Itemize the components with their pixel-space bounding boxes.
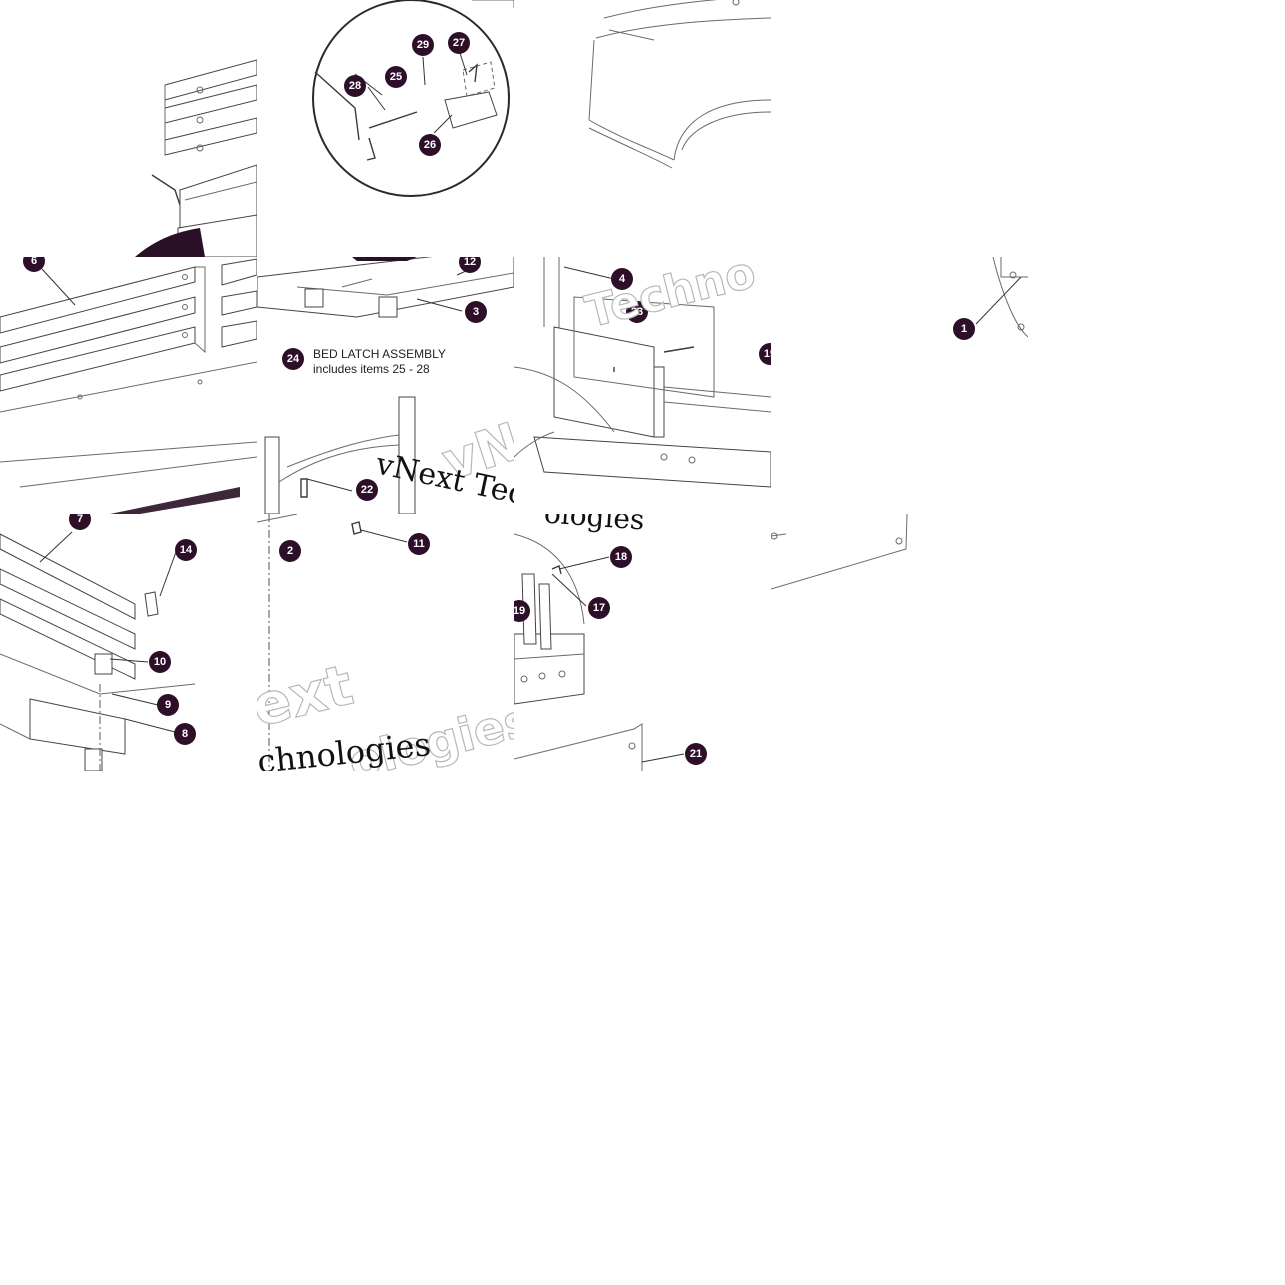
callout-19[interactable]: 19: [514, 600, 530, 622]
callout-9[interactable]: 9: [157, 694, 179, 716]
callout-22[interactable]: 22: [356, 479, 378, 501]
note-line-2: includes items 25 - 28: [313, 362, 430, 376]
callout-17[interactable]: 17: [588, 597, 610, 619]
callout-3[interactable]: 3: [465, 301, 487, 323]
rear-frame-drawing: [514, 257, 771, 488]
tile-body-fender: [514, 0, 771, 257]
side-rails-drawing: [0, 258, 257, 514]
callout-24[interactable]: 24: [282, 348, 304, 370]
callout-21[interactable]: 21: [685, 743, 707, 765]
callout-6[interactable]: 6: [23, 257, 45, 272]
callout-28[interactable]: 28: [344, 75, 366, 97]
callout-14[interactable]: 14: [175, 539, 197, 561]
tile-floor-panel: [771, 514, 1028, 771]
callout-27[interactable]: 27: [448, 32, 470, 54]
callout-23[interactable]: 23: [626, 301, 648, 323]
body-fender-drawing: [588, 0, 771, 169]
tile-rear-frame: 4 23 19 Techno: [514, 257, 771, 514]
bed-corner-drawing: [135, 59, 257, 257]
tile-rear-corner: 18 17 19 21 ologies: [514, 514, 771, 771]
callout-18[interactable]: 18: [610, 546, 632, 568]
tile-hardware: 2 11 ext ologies chnologies: [257, 514, 514, 771]
bed-latch-note: BED LATCH ASSEMBLY includes items 25 - 2…: [313, 347, 446, 377]
callout-partial-right[interactable]: 19: [759, 343, 771, 365]
callout-7[interactable]: 7: [69, 514, 91, 530]
callout-12[interactable]: 12: [459, 257, 481, 273]
tile-front-rails: 7 14 10 9 8: [0, 514, 257, 771]
floor-panel-drawing: [771, 514, 908, 590]
tile-bed-corner: [0, 0, 257, 257]
panel-edge-drawing: [975, 257, 1028, 338]
tile-latch-detail: 28 25 29 27 26: [257, 0, 514, 257]
callout-4[interactable]: 4: [611, 268, 633, 290]
tile-panel-edge: 1: [771, 257, 1028, 514]
callout-2[interactable]: 2: [279, 540, 301, 562]
front-rails-drawing: [0, 531, 196, 771]
tile-tailgate: 12 3 24 BED LATCH ASSEMBLY includes item…: [257, 257, 514, 514]
callout-11[interactable]: 11: [408, 533, 430, 555]
callout-26[interactable]: 26: [419, 134, 441, 156]
note-line-1: BED LATCH ASSEMBLY: [313, 347, 446, 361]
callout-1[interactable]: 1: [953, 318, 975, 340]
callout-25[interactable]: 25: [385, 66, 407, 88]
latch-detail-drawing: [312, 0, 514, 197]
callout-29[interactable]: 29: [412, 34, 434, 56]
callout-10[interactable]: 10: [149, 651, 171, 673]
rear-corner-drawing: [514, 533, 685, 771]
tile-side-rails: 6: [0, 257, 257, 514]
tailgate-drawing: [257, 257, 514, 514]
hardware-drawing: [257, 514, 408, 771]
callout-8[interactable]: 8: [174, 723, 196, 745]
